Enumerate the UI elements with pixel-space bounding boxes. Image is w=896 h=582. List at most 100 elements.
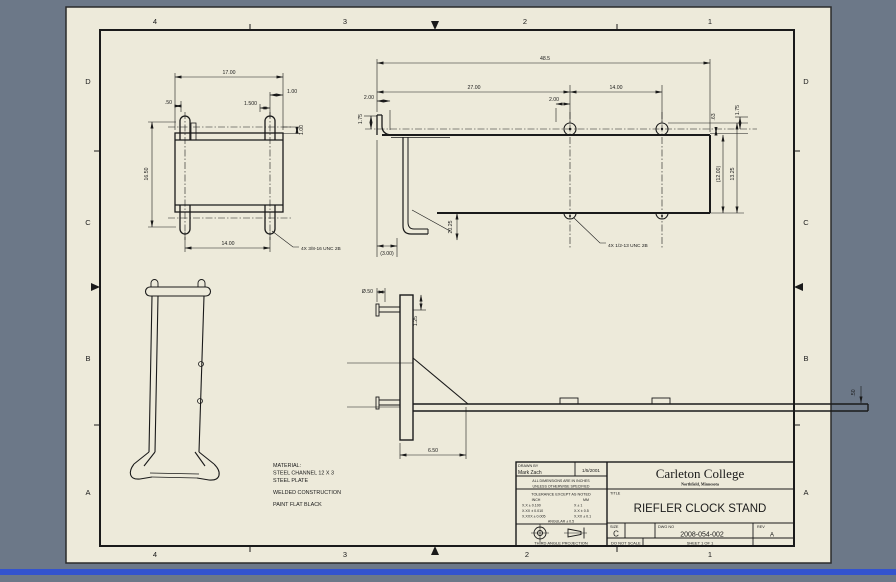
dim-label: 1.75 xyxy=(358,114,364,124)
top-plate-dim-labels: 17.00 1.00 1.500 .50 1.00 16.50 14.00 4X… xyxy=(144,70,341,252)
sheet-number-note: SHEET 1 OF 1 xyxy=(687,541,714,546)
zone-row-label: B xyxy=(85,354,90,363)
paper-sheet xyxy=(65,6,832,564)
dim-label: 14.00 xyxy=(222,241,235,247)
title-label: TITLE xyxy=(610,492,621,496)
notes-block: MATERIAL: STEEL CHANNEL 12 X 3 STEEL PLA… xyxy=(273,463,341,508)
tol-angular: ANGULAR ± 0.5 xyxy=(548,520,574,524)
note-line: PAINT FLAT BLACK xyxy=(273,502,322,508)
dim-label: 16.50 xyxy=(144,167,150,180)
channel-dim-lines xyxy=(364,59,748,257)
zone-col-label: 1 xyxy=(708,550,712,559)
units-note-line2: UNLESS OTHERWISE SPECIFIED xyxy=(532,485,589,489)
title-block-left-text: DRAWN BY Mark Zach 1/5/2001 ALL DIMENSIO… xyxy=(518,464,600,546)
dim-label: Ø.50 xyxy=(362,289,373,295)
note-line: STEEL PLATE xyxy=(273,478,308,484)
channel-outline xyxy=(376,114,711,235)
dim-label: 14.00 xyxy=(610,85,623,91)
dim-label: 1.75 xyxy=(735,105,741,115)
taskbar-strip xyxy=(0,569,896,575)
tol-col-mm: MM xyxy=(583,498,589,502)
view-channel-front: 48.5 27.00 14.00 2.00 1.75 2.00 .63 1.75… xyxy=(358,56,757,257)
drawn-by-value: Mark Zach xyxy=(518,470,542,476)
dim-label: 27.00 xyxy=(468,85,481,91)
paper-background xyxy=(65,6,832,564)
thread-callout: 4X 1/2-13 UNC 2B xyxy=(608,243,648,249)
dim-label: 2.00 xyxy=(364,95,374,101)
tol-row-mm: X ± 1 xyxy=(574,504,582,508)
view-isometric xyxy=(129,279,220,481)
zone-col-label: 4 xyxy=(153,550,157,559)
tol-col-inch: INCH xyxy=(532,498,541,502)
zone-col-label: 4 xyxy=(153,17,157,26)
zone-row-label: D xyxy=(85,77,91,86)
zone-col-label: 1 xyxy=(708,17,712,26)
side-dim-labels: Ø.50 1.25 6.50 .50 xyxy=(362,289,857,454)
tolerance-header: TOLERANCE EXCEPT AS NOTED xyxy=(531,493,591,497)
thread-callout: 4X 3/8-16 UNC 2B xyxy=(301,246,341,252)
dim-label: 48.5 xyxy=(540,56,550,62)
sheet-border-frame xyxy=(99,29,795,547)
title-block-lines xyxy=(515,461,795,547)
channel-dim-labels: 48.5 27.00 14.00 2.00 1.75 2.00 .63 1.75… xyxy=(358,56,741,257)
dim-label: 13.25 xyxy=(730,167,736,180)
view-side-elevation: Ø.50 1.25 6.50 .50 xyxy=(347,288,869,459)
drawn-by-label: DRAWN BY xyxy=(518,464,539,468)
channel-centerlines xyxy=(365,112,757,248)
dwg-no-label: DWG NO xyxy=(658,525,674,529)
top-plate-dim-lines xyxy=(148,73,300,252)
zone-row-label: D xyxy=(803,77,809,86)
tol-row-mm: X.X ± 0.5 xyxy=(574,509,589,513)
dim-label: (12.00) xyxy=(716,166,722,183)
rev-label: REV xyxy=(757,525,765,529)
zone-col-label: 3 xyxy=(343,17,347,26)
tol-row-inch: X.XXX ± 0.005 xyxy=(522,515,546,519)
dim-label: .63 xyxy=(711,113,717,120)
dwg-no-value: 2008-054-002 xyxy=(680,532,724,539)
zone-col-label: 3 xyxy=(343,550,347,559)
dim-label: 20.25 xyxy=(448,220,454,233)
projection-label: THIRD ANGLE PROJECTION xyxy=(534,541,588,546)
top-plate-centerlines xyxy=(168,112,292,240)
dim-label: 1.25 xyxy=(413,316,419,326)
note-line: WELDED CONSTRUCTION xyxy=(273,490,341,496)
view-top-plate: 17.00 1.00 1.500 .50 1.00 16.50 14.00 4X… xyxy=(144,70,341,252)
tol-row-inch: X.XX ± 0.010 xyxy=(522,509,543,513)
zone-row-label: A xyxy=(85,488,90,497)
company-location: Northfield, Minnesota xyxy=(681,482,719,487)
drawing-title: RIEFLER CLOCK STAND xyxy=(634,503,767,515)
note-line: MATERIAL: xyxy=(273,463,301,469)
dim-label: 1.00 xyxy=(287,89,297,95)
zone-row-label: B xyxy=(803,354,808,363)
center-alignment-arrows xyxy=(91,21,803,555)
zone-col-label: 2 xyxy=(525,550,529,559)
date-value: 1/5/2001 xyxy=(582,468,600,473)
zone-row-label: A xyxy=(803,488,808,497)
zone-row-label: C xyxy=(85,218,91,227)
size-label: SIZE xyxy=(610,525,619,529)
tol-row-inch: X.X ± 0.100 xyxy=(522,504,541,508)
size-value: C xyxy=(613,530,619,539)
title-block: DRAWN BY Mark Zach 1/5/2001 ALL DIMENSIO… xyxy=(515,461,795,547)
third-angle-projection-symbol xyxy=(531,524,587,542)
dim-label: 1.500 xyxy=(244,101,257,107)
note-line: STEEL CHANNEL 12 X 3 xyxy=(273,471,334,477)
dim-label: 17.00 xyxy=(223,70,236,76)
dim-label: 6.50 xyxy=(428,448,438,454)
dim-label: .50 xyxy=(165,100,172,106)
dim-label: 2.00 xyxy=(549,97,559,103)
do-not-scale-note: DO NOT SCALE xyxy=(611,541,641,546)
dim-label: (3.00) xyxy=(380,251,394,257)
dim-label: .50 xyxy=(851,389,857,396)
side-dim-lines xyxy=(347,288,863,459)
dim-label: 1.00 xyxy=(299,125,305,135)
tol-row-mm: X.XX ± 0.1 xyxy=(574,515,591,519)
zone-tick-marks xyxy=(94,24,800,552)
company-name: Carleton College xyxy=(656,466,745,481)
border-zone-marks: 4 3 2 1 4 3 2 1 D C B A D C B A xyxy=(85,17,809,559)
rev-value: A xyxy=(770,533,774,539)
title-block-right-text: Carleton College Northfield, Minnesota T… xyxy=(610,466,774,546)
zone-row-label: C xyxy=(803,218,809,227)
